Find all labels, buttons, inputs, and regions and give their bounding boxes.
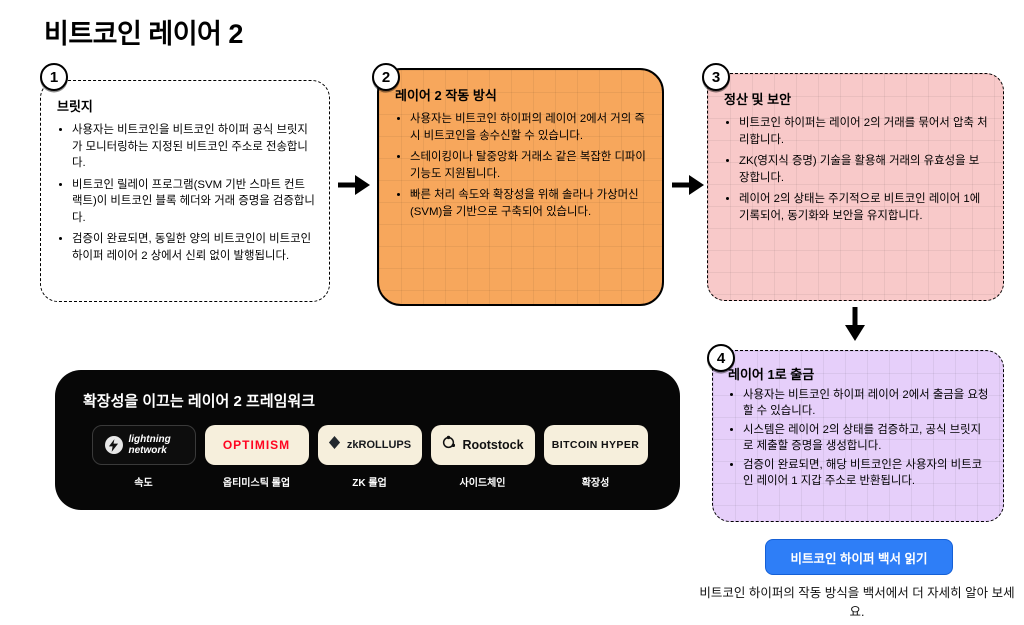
bullet: 사용자는 비트코인 하이퍼의 레이어 2에서 거의 즉시 비트코인을 송수신할 … (410, 111, 648, 144)
step-3-number-badge: 3 (702, 63, 730, 91)
arrow-down-icon (842, 306, 868, 347)
bullet: 검증이 완료되면, 동일한 양의 비트코인이 비트코인 하이퍼 레이어 2 상에… (72, 231, 315, 264)
step-4-bullets: 사용자는 비트코인 하이퍼 레이어 2에서 출금을 요청할 수 있습니다. 시스… (728, 388, 991, 490)
step-3-bullets: 비트코인 하이퍼는 레이어 2의 거래를 묶어서 압축 처리합니다. ZK(영지… (724, 115, 989, 224)
whitepaper-button[interactable]: 비트코인 하이퍼 백서 읽기 (765, 539, 953, 575)
framework-item-label: 사이드체인 (459, 478, 506, 489)
framework-logo-row: lightning network 속도 OPTIMISM 옵티미스틱 롤업 z… (83, 425, 656, 489)
step-2-title: 레이어 2 작동 방식 (395, 88, 497, 103)
framework-item-label: ZK 롤업 (352, 478, 387, 489)
framework-item-lightning: lightning network 속도 (87, 425, 200, 489)
framework-item-label: 옵티미스틱 롤업 (222, 478, 291, 489)
step-4-number-badge: 4 (707, 344, 735, 372)
step-4-box: 레이어 1로 출금 사용자는 비트코인 하이퍼 레이어 2에서 출금을 요청할 … (712, 350, 1004, 522)
bullet: 사용자는 비트코인 하이퍼 레이어 2에서 출금을 요청할 수 있습니다. (743, 388, 991, 420)
step-2-bullets: 사용자는 비트코인 하이퍼의 레이어 2에서 거의 즉시 비트코인을 송수신할 … (395, 111, 648, 220)
framework-item-optimism: OPTIMISM 옵티미스틱 롤업 (200, 425, 313, 489)
bullet: 비트코인 하이퍼는 레이어 2의 거래를 묶어서 압축 처리합니다. (739, 115, 989, 148)
bullet: ZK(영지식 증명) 기술을 활용해 거래의 유효성을 보장합니다. (739, 153, 989, 186)
zkrollups-logo: zkROLLUPS (317, 425, 422, 465)
step-1-number-badge: 1 (40, 63, 68, 91)
bullet: 검증이 완료되면, 해당 비트코인은 사용자의 비트코인 레이어 1 지갑 주소… (743, 458, 991, 490)
arrow-right-icon (671, 172, 705, 203)
logo-text: OPTIMISM (222, 438, 291, 452)
step-3-title: 정산 및 보안 (724, 92, 792, 107)
optimism-logo: OPTIMISM (204, 425, 309, 465)
arrow-right-icon (337, 172, 371, 203)
bitcoin-hyper-logo: BITCOIN HYPER (543, 425, 648, 465)
logo-text: lightning network (128, 434, 171, 456)
framework-item-rootstock: Rootstock 사이드체인 (426, 425, 539, 489)
step-4-title: 레이어 1로 출금 (728, 367, 815, 382)
bullet: 시스템은 레이어 2의 상태를 검증하고, 공식 브릿지로 제출할 증명을 생성… (743, 423, 991, 455)
rootstock-logo: Rootstock (430, 425, 535, 465)
bullet: 사용자는 비트코인을 비트코인 하이퍼 공식 브릿지가 모니터링하는 지정된 비… (72, 122, 315, 172)
bullet: 스테이킹이나 탈중앙화 거래소 같은 복잡한 디파이 기능도 지원됩니다. (410, 149, 648, 182)
lightning-network-logo: lightning network (91, 425, 196, 465)
step-3-box: 정산 및 보안 비트코인 하이퍼는 레이어 2의 거래를 묶어서 압축 처리합니… (707, 73, 1004, 301)
rootstock-orbit-icon (441, 435, 456, 455)
logo-text: zkROLLUPS (346, 439, 412, 451)
framework-item-bitcoin-hyper: BITCOIN HYPER 확장성 (539, 425, 652, 489)
bullet: 빠른 처리 속도와 확장성을 위해 솔라나 가상머신(SVM)을 기반으로 구축… (410, 187, 648, 220)
logo-text: BITCOIN HYPER (551, 439, 640, 451)
step-1-box: 브릿지 사용자는 비트코인을 비트코인 하이퍼 공식 브릿지가 모니터링하는 지… (40, 80, 330, 302)
step-2-box: 레이어 2 작동 방식 사용자는 비트코인 하이퍼의 레이어 2에서 거의 즉시… (377, 68, 664, 306)
diamond-icon (328, 436, 341, 454)
bullet: 비트코인 릴레이 프로그램(SVM 기반 스마트 컨트랙트)이 비트코인 블록 … (72, 177, 315, 227)
logo-text: Rootstock (462, 438, 524, 452)
framework-item-zkrollups: zkROLLUPS ZK 롤업 (313, 425, 426, 489)
bullet: 레이어 2의 상태는 주기적으로 비트코인 레이어 1에 기록되어, 동기화와 … (739, 191, 989, 224)
lightning-bolt-icon (104, 436, 123, 454)
step-2-number-badge: 2 (372, 63, 400, 91)
framework-item-label: 확장성 (581, 478, 610, 489)
step-1-title: 브릿지 (57, 99, 93, 114)
framework-title: 확장성을 이끄는 레이어 2 프레임워크 (83, 393, 316, 410)
page-title: 비트코인 레이어 2 (44, 19, 243, 49)
step-1-bullets: 사용자는 비트코인을 비트코인 하이퍼 공식 브릿지가 모니터링하는 지정된 비… (57, 122, 315, 264)
framework-panel: 확장성을 이끄는 레이어 2 프레임워크 lightning network 속… (55, 370, 680, 510)
framework-item-label: 속도 (134, 478, 153, 489)
footer-note: 비트코인 하이퍼의 작동 방식을 백서에서 더 자세히 알아 보세요. (699, 586, 1015, 619)
